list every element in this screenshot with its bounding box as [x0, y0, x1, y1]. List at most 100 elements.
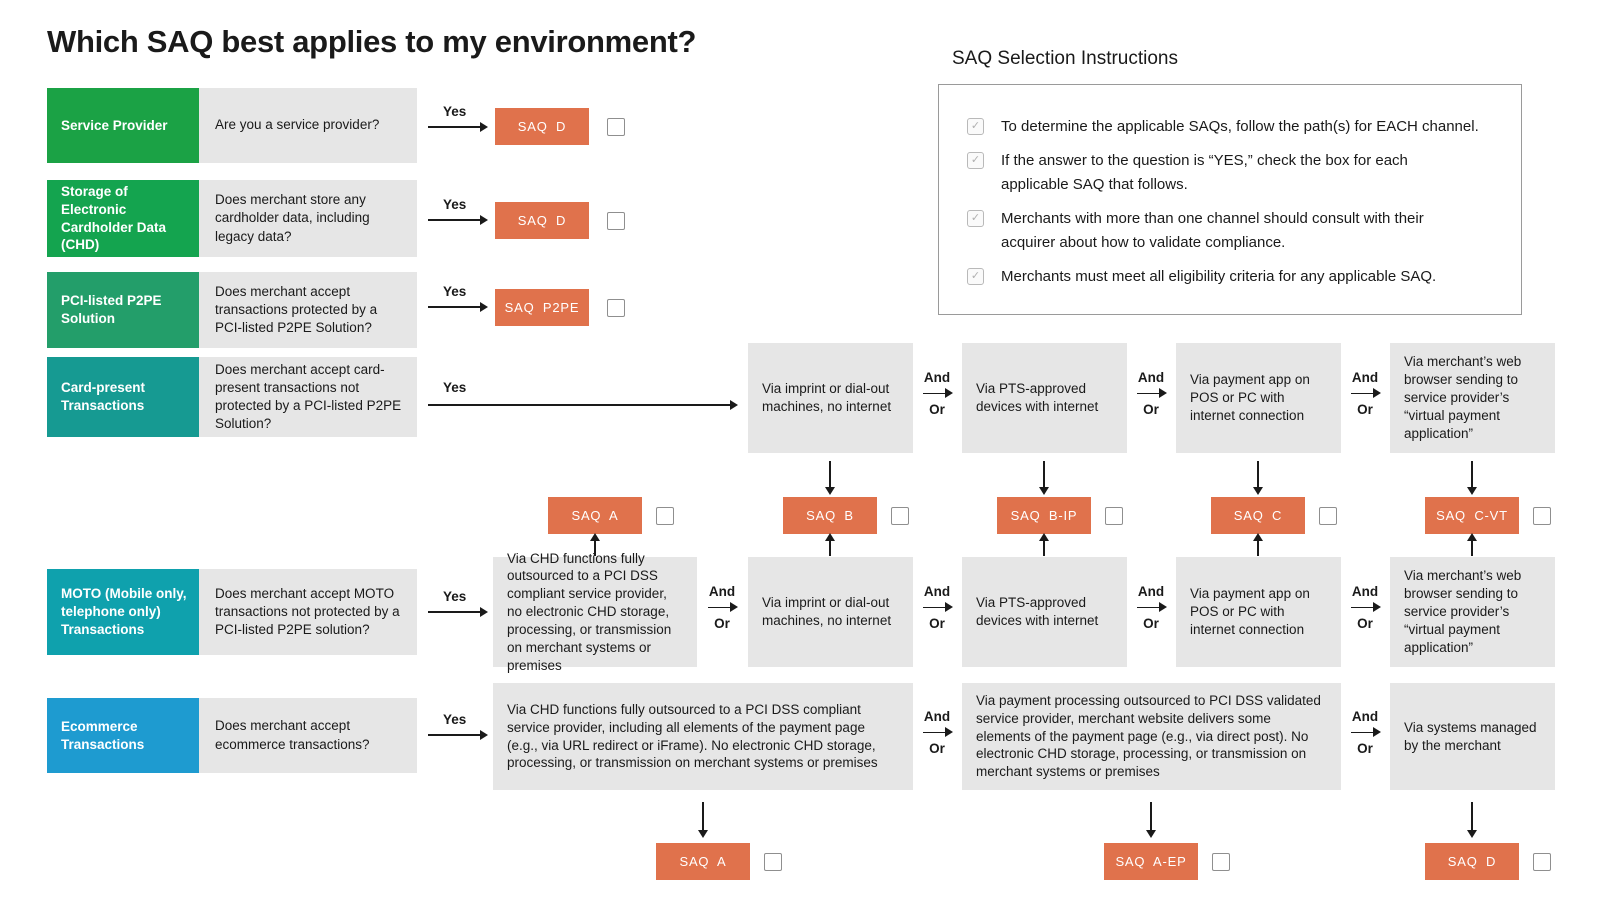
checkbox-saq-a-ep[interactable]	[1212, 853, 1230, 871]
arrow-right-icon	[428, 122, 488, 132]
channel-moto-imprint: Via imprint or dial-out machines, no int…	[748, 557, 913, 667]
instruction-text: To determine the applicable SAQs, follow…	[1001, 118, 1479, 135]
arrow-up-icon	[1467, 533, 1477, 556]
and-label: And	[923, 709, 951, 724]
category-ecommerce: Ecommerce Transactions	[47, 698, 199, 773]
category-storage-chd: Storage of Electronic Cardholder Data (C…	[47, 180, 199, 257]
arrow-right-icon	[428, 215, 488, 225]
or-label: Or	[929, 402, 945, 418]
and-or-connector: And Or	[1343, 585, 1387, 631]
checkbox-saq-a-middle[interactable]	[656, 507, 674, 525]
channel-moto-payment-app: Via payment app on POS or PC with intern…	[1176, 557, 1341, 667]
checkbox-saq-d-storage[interactable]	[607, 212, 625, 230]
question-storage-chd: Does merchant store any cardholder data,…	[199, 180, 417, 257]
and-or-connector: And Or	[915, 710, 959, 756]
saq-box-d-storage: SAQ D	[495, 202, 589, 239]
or-label: Or	[1357, 616, 1373, 632]
category-p2pe: PCI-listed P2PE Solution	[47, 272, 199, 348]
arrow-down-icon	[1467, 802, 1477, 838]
instruction-item: ✓ To determine the applicable SAQs, foll…	[967, 115, 1479, 139]
page-title: Which SAQ best applies to my environment…	[47, 24, 697, 59]
and-or-connector: And Or	[1129, 585, 1173, 631]
and-label: And	[1137, 370, 1165, 385]
and-label: And	[1351, 370, 1379, 385]
checkbox-saq-b[interactable]	[891, 507, 909, 525]
question-moto: Does merchant accept MOTO transactions n…	[199, 569, 417, 655]
checkbox-saq-d-bottom[interactable]	[1533, 853, 1551, 871]
saq-box-c: SAQ C	[1211, 497, 1305, 534]
arrow-right-icon	[1137, 602, 1167, 612]
arrow-down-icon	[1039, 461, 1049, 495]
question-p2pe: Does merchant accept transactions protec…	[199, 272, 417, 348]
checkbox-saq-c-vt[interactable]	[1533, 507, 1551, 525]
or-label: Or	[1357, 741, 1373, 757]
arrow-down-icon	[1146, 802, 1156, 838]
checked-checkbox-icon: ✓	[967, 268, 984, 285]
yes-label: Yes	[443, 284, 467, 299]
checkbox-saq-b-ip[interactable]	[1105, 507, 1123, 525]
or-label: Or	[929, 741, 945, 757]
saq-box-d-bottom: SAQ D	[1425, 843, 1519, 880]
yes-label: Yes	[443, 712, 467, 727]
channel-card-present-pts: Via PTS-approved devices with internet	[962, 343, 1127, 453]
and-label: And	[1137, 584, 1165, 599]
saq-box-a-middle: SAQ A	[548, 497, 642, 534]
channel-ecommerce-fully-outsourced: Via CHD functions fully outsourced to a …	[493, 683, 913, 790]
question-service-provider: Are you a service provider?	[199, 88, 417, 163]
arrow-right-icon	[708, 602, 738, 612]
arrow-right-icon	[1351, 388, 1381, 398]
or-label: Or	[714, 616, 730, 632]
arrow-right-icon	[428, 607, 488, 617]
checked-checkbox-icon: ✓	[967, 210, 984, 227]
arrow-right-icon	[923, 727, 953, 737]
arrow-right-icon	[428, 400, 738, 410]
and-or-connector: And Or	[915, 371, 959, 417]
saq-box-c-vt: SAQ C-VT	[1425, 497, 1519, 534]
category-card-present: Card-present Transactions	[47, 357, 199, 437]
instruction-item: ✓ Merchants with more than one channel s…	[967, 207, 1479, 254]
arrow-down-icon	[1253, 461, 1263, 495]
or-label: Or	[1143, 402, 1159, 418]
channel-moto-pts: Via PTS-approved devices with internet	[962, 557, 1127, 667]
arrow-right-icon	[1351, 602, 1381, 612]
or-label: Or	[1143, 616, 1159, 632]
arrow-down-icon	[698, 802, 708, 838]
checkbox-saq-c[interactable]	[1319, 507, 1337, 525]
question-card-present: Does merchant accept card-present transa…	[199, 357, 417, 437]
arrow-right-icon	[428, 302, 488, 312]
instruction-text: Merchants must meet all eligibility crit…	[1001, 268, 1437, 285]
arrow-up-icon	[1039, 533, 1049, 556]
saq-box-a-bottom: SAQ A	[656, 843, 750, 880]
channel-card-present-imprint: Via imprint or dial-out machines, no int…	[748, 343, 913, 453]
saq-box-a-ep: SAQ A-EP	[1104, 843, 1198, 880]
saq-box-p2pe: SAQ P2PE	[495, 289, 589, 326]
checkbox-saq-p2pe[interactable]	[607, 299, 625, 317]
question-ecommerce: Does merchant accept ecommerce transacti…	[199, 698, 417, 773]
category-service-provider: Service Provider	[47, 88, 199, 163]
and-label: And	[923, 584, 951, 599]
arrow-right-icon	[923, 602, 953, 612]
channel-card-present-payment-app: Via payment app on POS or PC with intern…	[1176, 343, 1341, 453]
and-label: And	[1351, 709, 1379, 724]
channel-card-present-virtual-payment: Via merchant’s web browser sending to se…	[1390, 343, 1555, 453]
instructions-title: SAQ Selection Instructions	[952, 48, 1178, 69]
yes-label: Yes	[443, 380, 467, 395]
and-label: And	[1351, 584, 1379, 599]
and-or-connector: And Or	[915, 585, 959, 631]
and-or-connector: And Or	[1129, 371, 1173, 417]
saq-box-b-ip: SAQ B-IP	[997, 497, 1091, 534]
saq-box-d-service-provider: SAQ D	[495, 108, 589, 145]
checked-checkbox-icon: ✓	[967, 152, 984, 169]
instruction-item: ✓ If the answer to the question is “YES,…	[967, 149, 1479, 196]
yes-label: Yes	[443, 104, 467, 119]
and-or-connector: And Or	[1343, 710, 1387, 756]
arrow-right-icon	[428, 730, 488, 740]
instructions-panel: ✓ To determine the applicable SAQs, foll…	[938, 84, 1522, 315]
checkbox-saq-a-bottom[interactable]	[764, 853, 782, 871]
or-label: Or	[1357, 402, 1373, 418]
checkbox-saq-d-service-provider[interactable]	[607, 118, 625, 136]
arrow-right-icon	[1351, 727, 1381, 737]
channel-ecommerce-merchant-systems: Via systems managed by the merchant	[1390, 683, 1555, 790]
instruction-text: Merchants with more than one channel sho…	[1001, 210, 1424, 251]
